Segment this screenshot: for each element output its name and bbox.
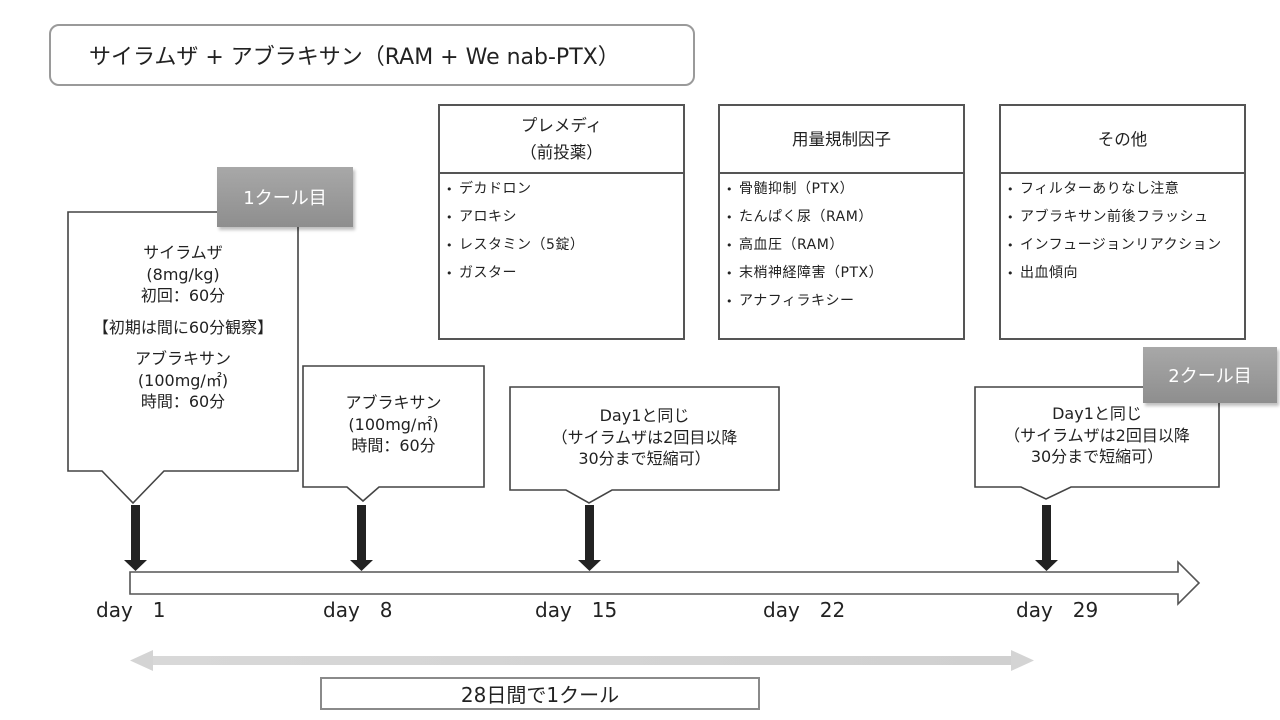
dose-limiting-panel-body: 骨髄抑制（PTX） たんぱく尿（RAM） 高血圧（RAM） 末梢神経障害（PTX… — [718, 172, 965, 340]
list-item: 末梢神経障害（PTX） — [726, 263, 957, 285]
day1-callout-text: サイラムザ (8mg/kg) 初回：60分 【初期は間に60分観察】 アブラキサ… — [68, 242, 298, 413]
panel-heading-line: プレメディ — [520, 116, 603, 135]
first-cycle-tag: 1クール目 — [217, 167, 353, 227]
callout-line: （サイラムザは2回目以降 — [551, 427, 738, 447]
panel-heading-line: （前投薬） — [520, 143, 603, 162]
callout-line: 30分まで短縮可） — [1030, 447, 1164, 466]
list-item: ガスター — [446, 263, 677, 285]
regimen-title: サイラムザ + アブラキサン（RAM + We nab-PTX） — [49, 24, 695, 86]
day15-callout-text: Day1と同じ （サイラムザは2回目以降 30分まで短縮可） — [510, 405, 779, 470]
list-item: デカドロン — [446, 179, 677, 201]
day29-callout-text: Day1と同じ （サイラムザは2回目以降 30分まで短縮可） — [975, 403, 1219, 468]
drug-name: アブラキサン — [134, 349, 231, 368]
list-item: アナフィラキシー — [726, 291, 957, 313]
list-item: フィルターありなし注意 — [1007, 179, 1238, 201]
timeline-arrow — [129, 560, 1201, 606]
drug-dose: (100mg/㎡) — [348, 414, 439, 434]
callout-line: 30分まで短縮可） — [578, 449, 711, 468]
callout-line: （サイラムザは2回目以降 — [1004, 425, 1190, 445]
list-item: アブラキサン前後フラッシュ — [1007, 207, 1238, 229]
day29-callout-shape — [974, 386, 1220, 500]
day-label-1: day 1 — [96, 598, 166, 622]
day8-down-arrow — [350, 505, 373, 571]
day-label-29: day 29 — [1016, 598, 1099, 622]
callout-line: Day1と同じ — [599, 406, 690, 425]
list-item: アロキシ — [446, 207, 677, 229]
day1-callout-shape — [67, 211, 299, 505]
list-item: 出血傾向 — [1007, 263, 1238, 285]
drug-dose: (8mg/kg) — [146, 264, 220, 284]
infusion-time: 時間：60分 — [351, 436, 436, 455]
callout-line: Day1と同じ — [1052, 404, 1142, 423]
list-item: 骨髄抑制（PTX） — [726, 179, 957, 201]
list-item: 高血圧（RAM） — [726, 235, 957, 257]
list-item: レスタミン（5錠） — [446, 235, 677, 257]
cycle-span-double-arrow — [130, 650, 1034, 671]
drug-name: サイラムザ — [143, 243, 223, 262]
day1-down-arrow — [124, 505, 147, 571]
day8-callout-text: アブラキサン (100mg/㎡) 時間：60分 — [303, 392, 484, 457]
day-label-22: day 22 — [763, 598, 846, 622]
day-label-8: day 8 — [323, 598, 393, 622]
day15-down-arrow — [578, 505, 601, 571]
premedication-panel-body: デカドロン アロキシ レスタミン（5錠） ガスター — [438, 172, 685, 340]
list-item: たんぱく尿（RAM） — [726, 207, 957, 229]
day8-callout-shape — [302, 365, 485, 503]
infusion-time: 初回：60分 — [140, 286, 226, 305]
day29-down-arrow — [1035, 505, 1058, 571]
infusion-time: 時間：60分 — [140, 392, 226, 411]
other-panel-header: その他 — [999, 104, 1246, 174]
panel-heading-line: 用量規制因子 — [792, 129, 891, 149]
day15-callout-shape — [509, 386, 780, 504]
panel-heading-line: その他 — [1097, 129, 1148, 149]
drug-dose: (100mg/㎡) — [137, 370, 229, 390]
list-item: インフュージョンリアクション — [1007, 235, 1238, 257]
observation-note: 【初期は間に60分観察】 — [92, 317, 274, 337]
dose-limiting-panel-header: 用量規制因子 — [718, 104, 965, 174]
second-cycle-tag: 2クール目 — [1143, 347, 1277, 403]
other-panel-body: フィルターありなし注意 アブラキサン前後フラッシュ インフュージョンリアクション… — [999, 172, 1246, 340]
day-label-15: day 15 — [535, 598, 618, 622]
drug-name: アブラキサン — [345, 393, 442, 412]
cycle-length-note: 28日間で1クール — [320, 677, 760, 710]
